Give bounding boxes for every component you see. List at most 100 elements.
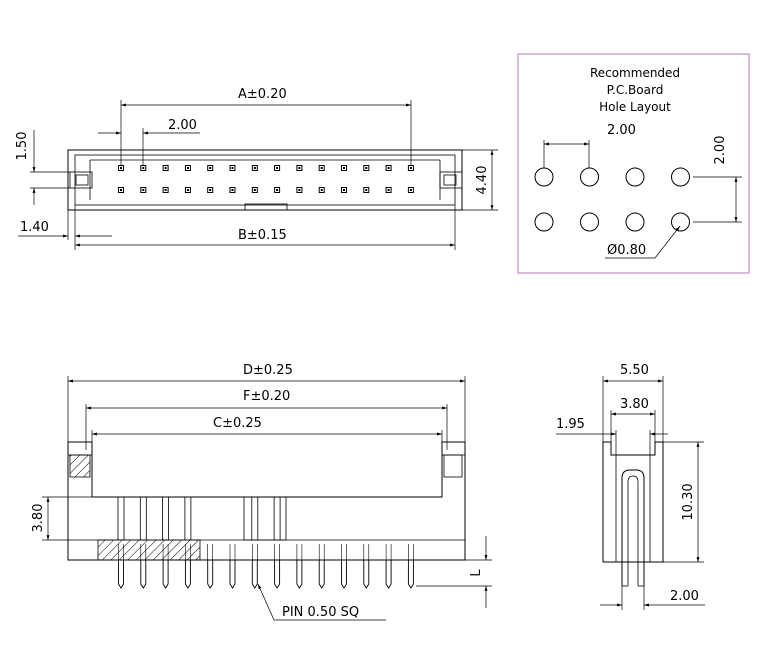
top-pin [118, 187, 124, 193]
side-pin-inner [627, 475, 639, 586]
front-pin-tail [407, 560, 414, 589]
side-inner-label: 3.80 [620, 397, 649, 412]
top-pin [363, 187, 370, 193]
front-pin-tail [274, 560, 281, 589]
top-pin [207, 187, 214, 193]
dim-left-height-label: 1.50 [15, 132, 30, 161]
dim-front-height-label: 3.80 [31, 504, 46, 533]
top-pin [407, 187, 414, 193]
top-pin-core [387, 167, 390, 169]
front-pin-tail [385, 560, 392, 589]
top-pin [162, 187, 169, 193]
top-pin [140, 165, 147, 171]
side-height-label: 10.30 [681, 483, 696, 520]
pcb-hole [671, 167, 690, 187]
front-upper-pin [162, 496, 170, 541]
top-pin [407, 165, 414, 171]
pcb-hole [534, 212, 554, 232]
top-pin-core [186, 167, 189, 169]
top-pin [363, 165, 370, 171]
top-pin [184, 187, 191, 193]
front-pin-array [117, 496, 414, 589]
top-pin-core [320, 189, 323, 191]
top-pin-core [409, 189, 412, 191]
top-body-inner [74, 154, 456, 206]
top-view: A±0.20 2.00 B±0.15 1.50 1.40 4.40 [15, 87, 498, 250]
side-wall-label: 1.95 [556, 417, 585, 432]
front-key [243, 496, 287, 541]
top-pin-core [409, 167, 412, 169]
front-pin-tail [341, 560, 347, 589]
front-pin-tail [207, 560, 214, 589]
top-pin [274, 187, 281, 193]
dim-l-label: L [469, 569, 484, 577]
side-view: 5.50 3.80 1.95 10.30 2.00 [556, 363, 705, 610]
top-pin-core [343, 167, 345, 169]
front-upper-pin [184, 496, 192, 541]
pcb-layout-border [517, 53, 750, 274]
top-pin [296, 165, 303, 171]
top-pin-core [253, 167, 256, 169]
pcb-hole-label: Ø0.80 [607, 243, 646, 258]
top-pin-core [231, 167, 234, 169]
dim-d-label: D±0.25 [243, 363, 293, 378]
top-pin [184, 165, 191, 171]
top-pin-core [142, 167, 145, 169]
top-pin [251, 187, 258, 193]
pcb-pitch-x-label: 2.00 [607, 123, 636, 138]
top-pin-core [120, 189, 122, 191]
top-pin-core [276, 189, 279, 191]
top-pin-core [320, 167, 323, 169]
front-pin-tail [318, 560, 325, 589]
front-pin-tail [184, 560, 191, 589]
top-pin-core [343, 189, 345, 191]
top-pin [318, 165, 325, 171]
top-pin-core [209, 167, 212, 169]
top-pin-core [365, 189, 368, 191]
top-pin-core [298, 167, 301, 169]
pcb-hole [534, 167, 554, 187]
side-pitch-label: 2.00 [670, 589, 699, 604]
top-pin [207, 165, 214, 171]
top-pin-core [298, 189, 301, 191]
top-pin-core [365, 167, 368, 169]
dim-pitch-label: 2.00 [168, 118, 197, 133]
right-latch [439, 171, 463, 189]
pcb-title-line3: Hole Layout [599, 100, 671, 114]
top-pin-core [209, 189, 212, 191]
dim-a-label: A±0.20 [238, 87, 287, 102]
pcb-hole [625, 167, 645, 187]
pin-note-label: PIN 0.50 SQ [282, 605, 359, 620]
top-pin-core [253, 189, 256, 191]
top-pin-core [276, 167, 279, 169]
pcb-hole [671, 212, 690, 232]
pcb-hole-array [534, 167, 690, 232]
section-hatch [97, 539, 201, 561]
top-pin [385, 187, 392, 193]
top-pin-array [118, 165, 414, 193]
top-pin-core [120, 167, 122, 169]
top-pin-core [164, 189, 167, 191]
dim-left-offset-label: 1.40 [20, 220, 49, 235]
pcb-hole [625, 212, 645, 232]
top-pin [274, 165, 281, 171]
pcb-title-line2: P.C.Board [607, 83, 664, 97]
top-body-outline [67, 149, 463, 211]
pcb-layout: Recommended P.C.Board Hole Layout 2.00 2… [517, 53, 750, 274]
front-pin-tail [363, 560, 370, 589]
top-pin [341, 165, 347, 171]
top-pin [118, 165, 124, 171]
front-view: D±0.25 F±0.20 C±0.25 3.80 L PIN 0.50 SQ [31, 363, 492, 621]
side-pin-outer [621, 469, 645, 586]
top-pin-core [387, 189, 390, 191]
top-pin [162, 165, 169, 171]
pcb-title-line1: Recommended [590, 66, 680, 80]
top-pin-core [231, 189, 234, 191]
left-latch [69, 171, 93, 189]
pcb-hole [580, 212, 599, 232]
top-pin-core [142, 189, 145, 191]
front-pin-tail [118, 560, 124, 589]
front-upper-pin [251, 496, 259, 541]
front-upper-pin [273, 496, 281, 541]
